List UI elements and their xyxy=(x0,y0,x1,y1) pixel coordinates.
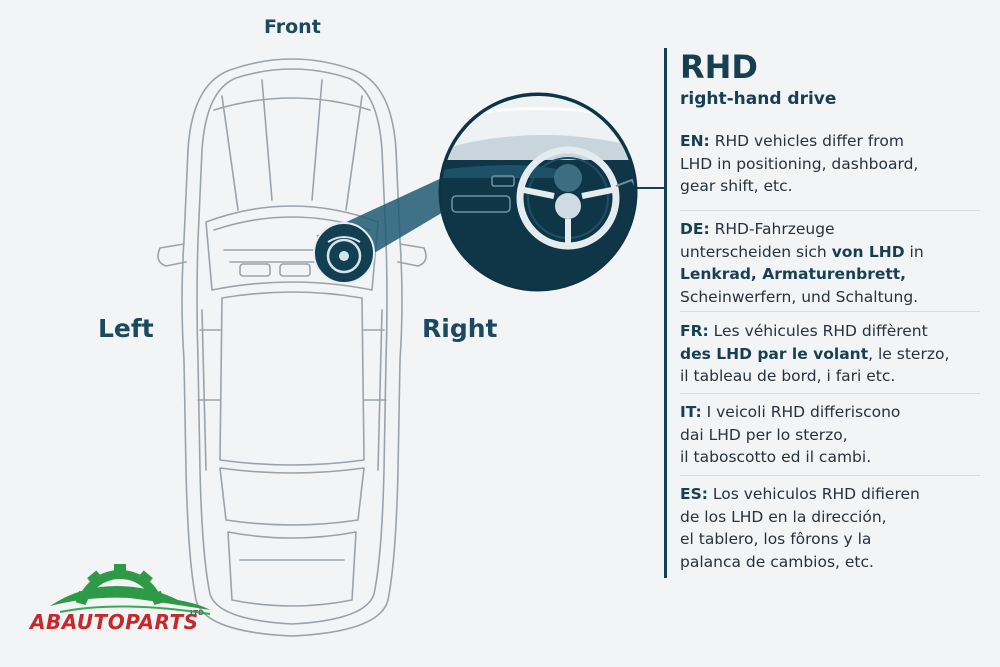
entry-de-line2-bold: von LHD xyxy=(831,242,905,261)
brand-autoparts: AUTOPARTS xyxy=(61,610,199,634)
entry-de-line4: Scheinwerfern, und Schaltung. xyxy=(680,287,919,306)
entry-fr-line2-tail: , le sterzo, xyxy=(868,344,950,363)
entry-de-line1: RHD-Fahrzeuge xyxy=(709,220,835,238)
separator xyxy=(680,475,980,476)
panel-subtitle: right-hand drive xyxy=(680,89,837,109)
entry-it-line3: il taboscotto ed il cambi. xyxy=(680,448,872,466)
entry-fr-line3: il tableau de bord, i fari etc. xyxy=(680,367,896,385)
entry-it-prefix: IT: xyxy=(680,403,702,421)
left-label: Left xyxy=(98,314,154,343)
entry-it: IT: I veicoli RHD differiscono dai LHD p… xyxy=(680,401,980,469)
entry-it-line1: I veicoli RHD differiscono xyxy=(701,403,901,421)
panel-divider xyxy=(664,48,667,578)
entry-de-line3: Lenkrad, Armaturenbrett, xyxy=(680,265,907,283)
gear-car-logo-icon xyxy=(50,564,211,615)
entry-en-prefix: EN: xyxy=(680,132,710,150)
brand-ab: AB xyxy=(30,610,62,634)
entry-de-line2-tail: in xyxy=(904,242,924,261)
brand-ltd: LTD xyxy=(190,609,204,617)
small-steering-callout xyxy=(313,222,375,284)
car-body-outline xyxy=(181,58,403,637)
entry-fr-line1: Les véhicules RHD diffèrent xyxy=(708,322,928,340)
entry-es-line2: de los LHD en la dirección, xyxy=(680,507,887,526)
separator xyxy=(680,210,980,211)
dashboard-zoom-callout xyxy=(438,92,638,292)
separator xyxy=(680,393,980,394)
separator xyxy=(680,311,980,312)
info-panel-header: RHD right-hand drive xyxy=(680,48,980,110)
entry-de: DE: RHD-Fahrzeuge unterscheiden sich von… xyxy=(680,218,980,308)
panel-title: RHD xyxy=(680,48,758,86)
entry-es-prefix: ES: xyxy=(680,485,708,503)
entry-es-line1: Los vehiculos RHD difieren xyxy=(707,485,920,503)
entry-es-line4: palanca de cambios, etc. xyxy=(680,552,874,571)
entry-es: ES: Los vehiculos RHD difieren de los LH… xyxy=(680,483,980,573)
entry-fr: FR: Les véhicules RHD diffèrent des LHD … xyxy=(680,320,980,388)
right-label: Right xyxy=(422,314,498,343)
entry-de-prefix: DE: xyxy=(680,220,710,238)
entry-en-line1: RHD vehicles differ from xyxy=(709,132,904,150)
brand-logo-text: ABAUTOPARTS xyxy=(30,610,199,634)
entry-fr-prefix: FR: xyxy=(680,322,709,340)
entry-en-line3: gear shift, etc. xyxy=(680,177,793,195)
entry-en: EN: RHD vehicles differ from LHD in posi… xyxy=(680,130,980,198)
entry-es-line3: el tablero, los fôrons y la xyxy=(680,530,872,548)
front-label: Front xyxy=(264,16,321,38)
entry-en-line2: LHD in positioning, dashboard, xyxy=(680,154,919,173)
entry-fr-line2-bold: des LHD par le volant xyxy=(680,344,869,363)
entry-it-line2: dai LHD per lo sterzo, xyxy=(680,425,848,444)
entry-de-line2: unterscheiden sich xyxy=(680,242,832,261)
